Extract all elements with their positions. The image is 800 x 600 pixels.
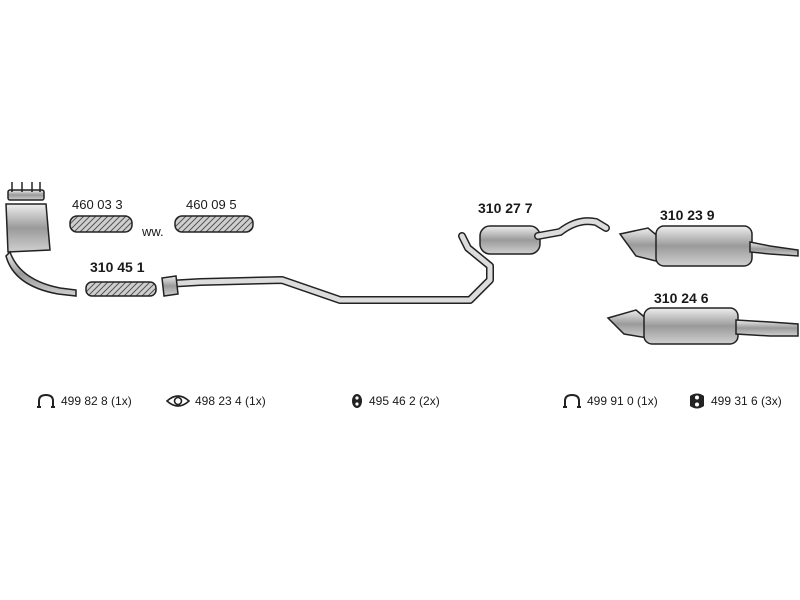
legend-text: 495 46 2 (2x) bbox=[369, 394, 440, 408]
clamp-ring-icon bbox=[563, 393, 581, 408]
flex-pipe-a-label: 460 03 3 bbox=[72, 197, 123, 212]
legend-text: 499 31 6 (3x) bbox=[711, 394, 782, 408]
intermediate-pipe bbox=[161, 232, 494, 304]
gasket-icon bbox=[166, 395, 190, 407]
rear-muffler-b-label: 310 24 6 bbox=[654, 290, 709, 306]
legend-item-mount: 495 46 2 (2x) bbox=[350, 392, 440, 410]
center-muffler-label: 310 27 7 bbox=[478, 200, 533, 216]
legend-item-hanger: 499 31 6 (3x) bbox=[688, 392, 782, 410]
center-muffler bbox=[479, 217, 610, 255]
rear-muffler-b bbox=[606, 307, 799, 345]
clamp-ring-icon bbox=[37, 393, 55, 408]
flex-pipe-b-label: 460 09 5 bbox=[186, 197, 237, 212]
legend-item-clamp-2: 499 91 0 (1x) bbox=[562, 392, 658, 410]
rear-muffler-a-label: 310 23 9 bbox=[660, 207, 715, 223]
alternative-note: ww. bbox=[142, 224, 164, 239]
rubber-mount-icon bbox=[352, 394, 362, 408]
rear-muffler-a bbox=[618, 225, 799, 267]
legend-text: 499 82 8 (1x) bbox=[61, 394, 132, 408]
hanger-icon bbox=[690, 393, 704, 409]
front-pipe-flex bbox=[85, 281, 157, 297]
legend-item-gasket: 498 23 4 (1x) bbox=[166, 392, 266, 410]
legend-item-clamp-1: 499 82 8 (1x) bbox=[36, 392, 132, 410]
legend-text: 498 23 4 (1x) bbox=[195, 394, 266, 408]
catalytic-converter bbox=[5, 182, 77, 297]
legend-text: 499 91 0 (1x) bbox=[587, 394, 658, 408]
flex-pipe-b bbox=[174, 215, 254, 233]
front-pipe-label: 310 45 1 bbox=[90, 259, 145, 275]
flex-pipe-a bbox=[69, 215, 133, 233]
